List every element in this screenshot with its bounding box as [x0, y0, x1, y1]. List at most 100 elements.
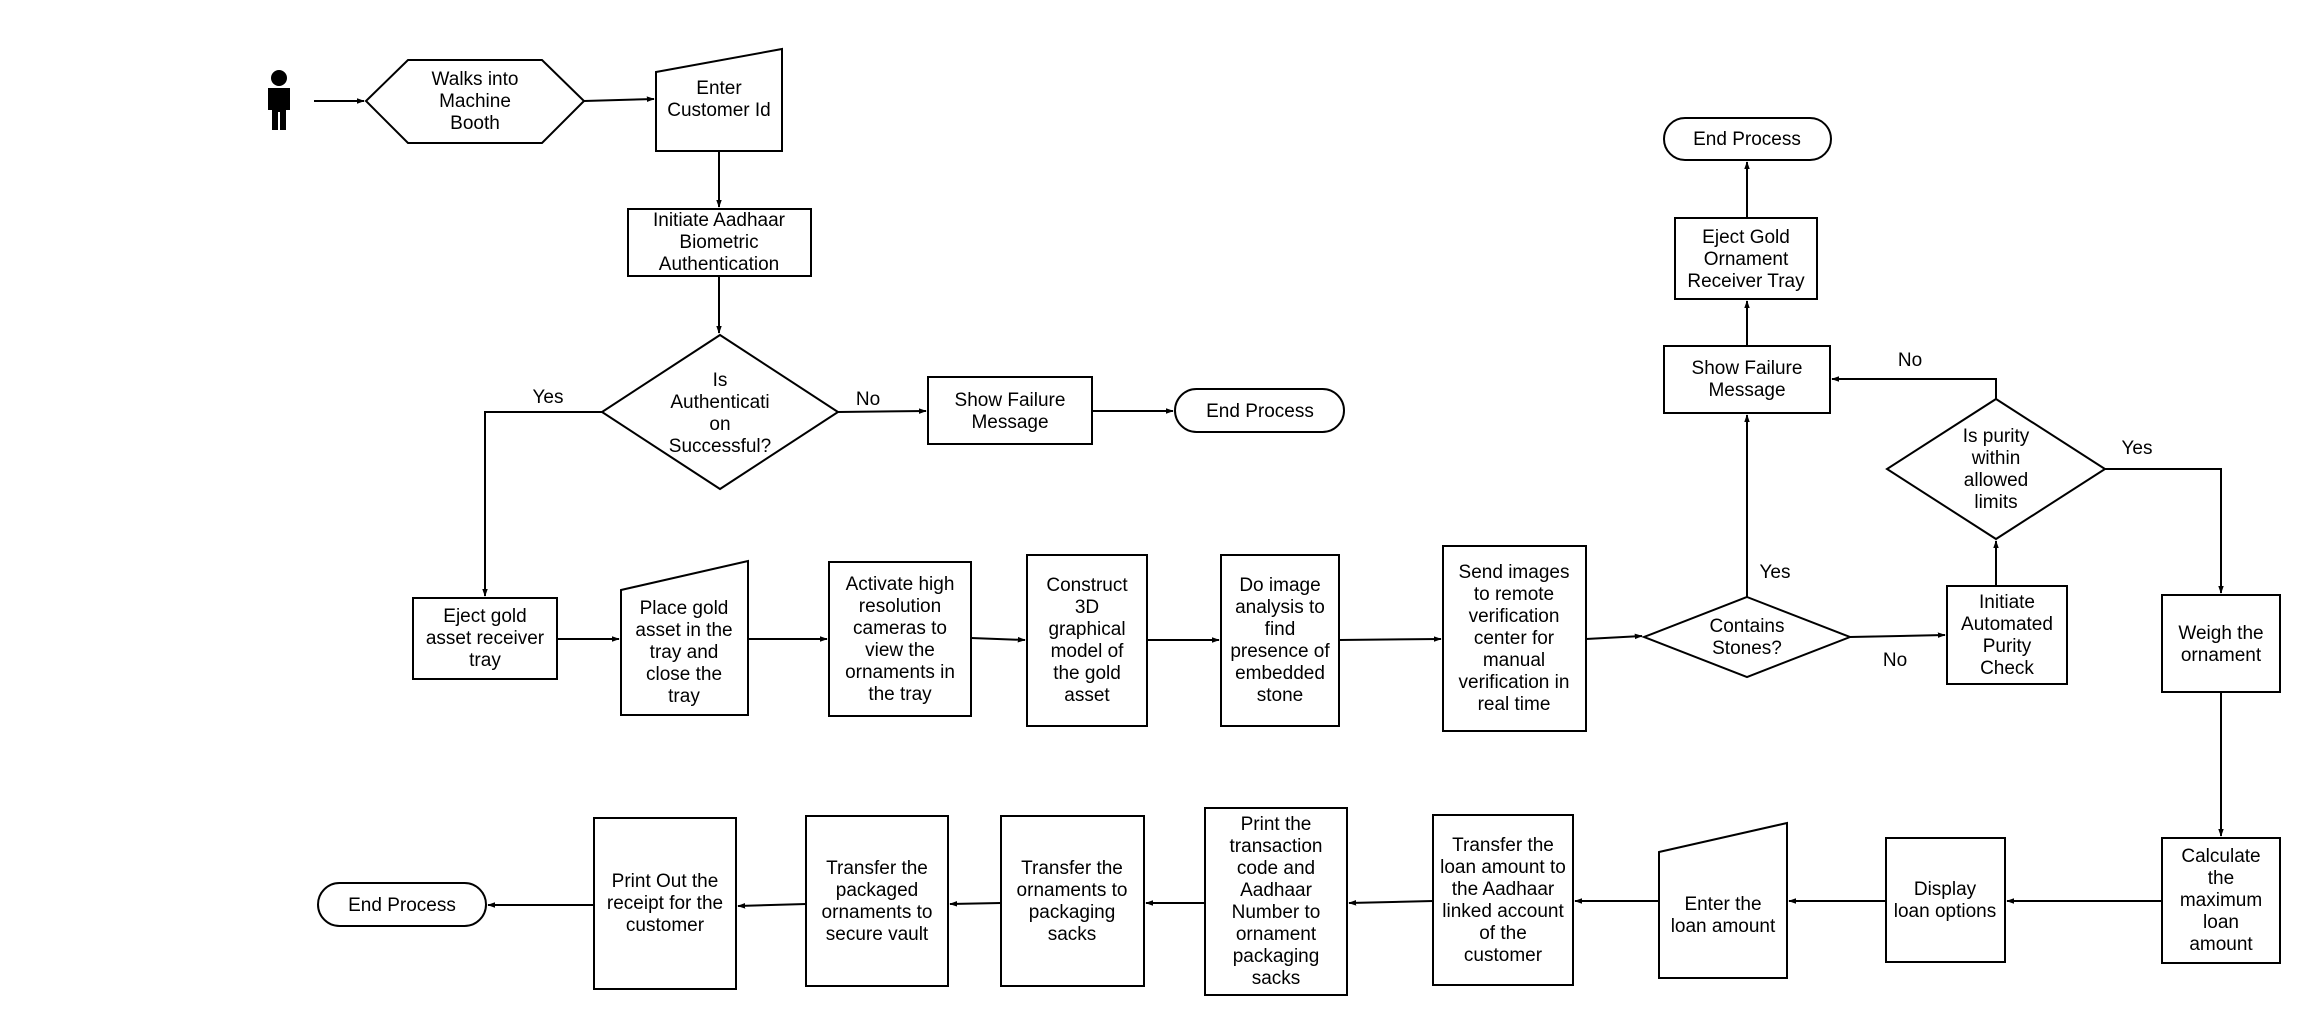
label-line: Aadhaar: [1240, 880, 1313, 901]
label-line: Customer Id: [667, 100, 770, 121]
label-line: Print Out the: [612, 871, 719, 892]
label-line: verification in: [1459, 672, 1570, 693]
edge-walks-to-customer-id: [583, 96, 655, 103]
label-line: Show Failure: [1692, 358, 1803, 379]
label-line: Initiate Aadhaar: [653, 210, 786, 231]
edge-label-purity-no: No: [1898, 350, 1922, 371]
edge-label-stones-no: No: [1883, 650, 1907, 671]
image-analysis-node: [1220, 554, 1340, 727]
label-line: customer: [1464, 945, 1543, 966]
enter-loan-amount-node: [1658, 821, 1788, 979]
end-process-label-3: End Process: [348, 895, 456, 916]
label-line: Receiver Tray: [1687, 271, 1805, 292]
label-line: the: [2208, 868, 2234, 889]
label-line: model of: [1051, 641, 1125, 662]
label-line: transaction: [1230, 836, 1323, 857]
label-line: loan amount to: [1440, 857, 1566, 878]
end-process-node-3: [317, 882, 487, 927]
label-line: Eject gold: [443, 606, 526, 627]
label-line: Stones?: [1712, 638, 1782, 659]
label-line: linked account: [1442, 901, 1564, 922]
label-line: the tray: [868, 684, 932, 705]
label-line: the gold: [1053, 663, 1121, 684]
label-line: Machine: [439, 91, 511, 112]
edge-activate-to-construct: [970, 636, 1026, 643]
label-line: loan amount: [1671, 916, 1776, 937]
edge-purity-no: [1831, 376, 1997, 399]
print-receipt-node: [593, 817, 737, 990]
label-line: Do image: [1239, 575, 1320, 596]
edge-transfer-to-print: [1348, 900, 1434, 906]
label-line: analysis to: [1235, 597, 1325, 618]
label-line: Eject Gold: [1702, 227, 1790, 248]
show-failure-message-node-2: [1663, 345, 1831, 414]
label-line: Is purity: [1963, 426, 2030, 447]
label-line: receipt for the: [607, 893, 723, 914]
edge-label-auth-yes: Yes: [533, 387, 564, 408]
print-transaction-code-node: [1204, 807, 1348, 996]
label-line: Successful?: [669, 436, 771, 457]
label-line: ornament: [2181, 645, 2262, 666]
is-purity-within-limits-node: [1885, 397, 2107, 541]
edge-analysis-to-send: [1338, 636, 1442, 642]
label-line: allowed: [1964, 470, 2028, 491]
label-line: Authentication: [659, 254, 779, 275]
label-line: Ornament: [1704, 249, 1789, 270]
label-line: Message: [1708, 380, 1785, 401]
label-line: ornament: [1236, 924, 1317, 945]
label-line: presence of: [1230, 641, 1330, 662]
calculate-loan-node: [2161, 837, 2281, 964]
label-line: secure vault: [826, 924, 929, 945]
label-line: embedded: [1235, 663, 1325, 684]
label-line: sacks: [1252, 968, 1301, 989]
label-line: Send images: [1459, 562, 1570, 583]
label-line: asset in the: [635, 620, 732, 641]
label-line: Contains: [1710, 616, 1785, 637]
label-line: Is: [713, 370, 728, 391]
end-process-label-1: End Process: [1206, 401, 1314, 422]
edge-auth-no: [837, 408, 927, 414]
label-line: Check: [1980, 658, 2034, 679]
label-line: Automated: [1961, 614, 2053, 635]
label-line: Number to: [1232, 902, 1321, 923]
label-line: Enter: [696, 78, 742, 99]
label-line: asset: [1064, 685, 1110, 706]
label-line: code and: [1237, 858, 1315, 879]
edge-send-to-stones: [1585, 633, 1643, 640]
label-line: End Process: [348, 895, 456, 916]
label-line: maximum: [2180, 890, 2262, 911]
end-process-node-2: [1663, 117, 1832, 161]
edge-sacks-to-vault: [949, 901, 1002, 907]
contains-stones-node: [1641, 595, 1853, 679]
end-process-node-1: [1174, 388, 1345, 433]
edges: [314, 96, 2224, 909]
label-line: Calculate: [2181, 846, 2260, 867]
label-line: Biometric: [679, 232, 758, 253]
label-line: center for: [1474, 628, 1555, 649]
place-gold-asset-node: [620, 559, 749, 716]
label-line: Authenticati: [670, 392, 769, 413]
initiate-aadhaar-node: [627, 208, 812, 277]
label-line: packaging: [1029, 902, 1116, 923]
label-line: sacks: [1048, 924, 1097, 945]
edge-purity-yes: [2105, 468, 2224, 594]
label-line: Walks into: [432, 69, 519, 90]
edge-label-stones-yes: Yes: [1760, 562, 1791, 583]
edge-vault-to-receipt: [737, 902, 807, 909]
label-line: Message: [971, 412, 1048, 433]
label-line: of the: [1479, 923, 1527, 944]
label-line: Display: [1914, 879, 1977, 900]
